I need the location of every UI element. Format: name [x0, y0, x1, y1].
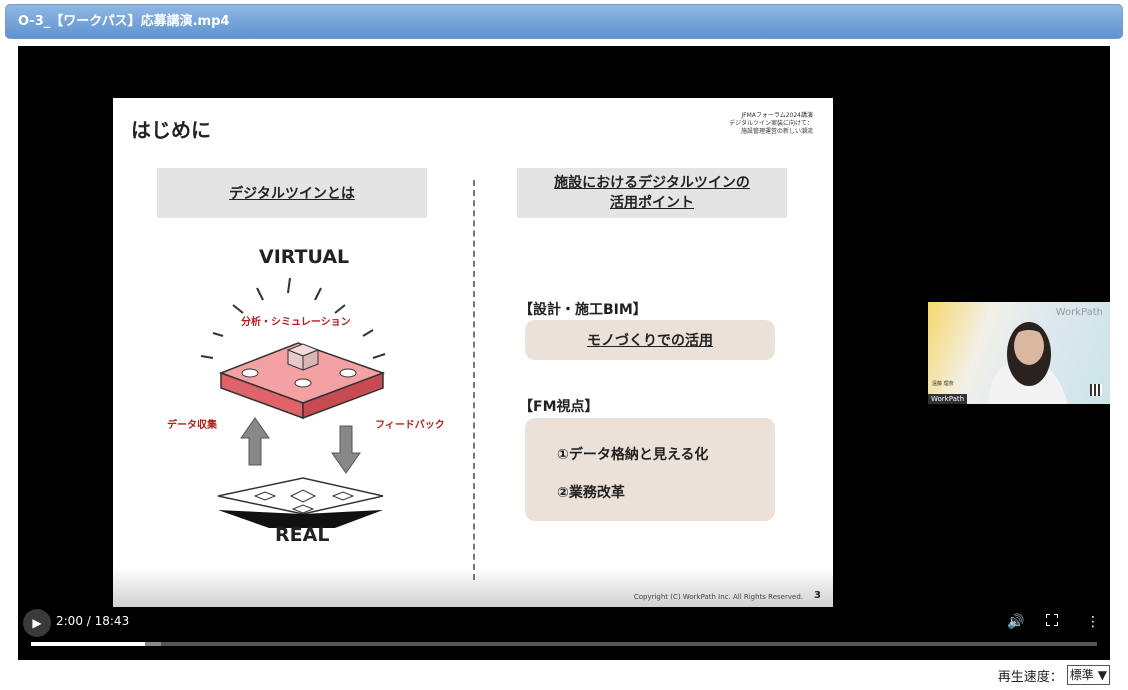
slide-title: はじめに: [131, 118, 211, 142]
bim-item-box: モノづくりでの活用: [525, 320, 775, 360]
video-player[interactable]: はじめに JFMAフォーラム2024講演 デジタルツイン実装に向けて： 施設管理…: [18, 46, 1110, 660]
real-platform-icon: [217, 477, 384, 528]
pip-brand: WorkPath: [1055, 307, 1103, 318]
progress-bar[interactable]: [31, 642, 1097, 646]
slide-shade: [113, 567, 833, 607]
fullscreen-icon: [1045, 613, 1059, 627]
down-arrow-icon: [331, 425, 361, 474]
left-heading-box: デジタルツインとは: [157, 168, 427, 218]
qr-code-icon: [1090, 384, 1102, 396]
slide-divider: [473, 180, 475, 580]
analysis-label: 分析・シミュレーション: [241, 317, 351, 328]
right-heading-line1: 施設におけるデジタルツインの: [554, 175, 750, 191]
slide-meta-subtitle-2: 施設管理運営の新しい潮流: [740, 128, 813, 135]
chevron-down-icon: ▼: [1097, 668, 1107, 682]
time-display: 2:00 / 18:43: [56, 614, 130, 628]
slide-meta-event: JFMAフォーラム2024講演: [741, 112, 813, 119]
fm-item-box: ①データ格納と見える化 ②業務改革: [525, 418, 775, 521]
volume-button[interactable]: 🔊: [1007, 614, 1024, 630]
real-label: REAL: [275, 524, 330, 546]
slide-meta: JFMAフォーラム2024講演 デジタルツイン実装に向けて： 施設管理運営の新し…: [729, 112, 813, 136]
play-button[interactable]: ▶: [23, 609, 51, 637]
slide-meta-subtitle-1: デジタルツイン実装に向けて：: [729, 120, 813, 127]
right-heading-line2: 活用ポイント: [610, 195, 694, 211]
more-options-button[interactable]: ⋮: [1086, 614, 1100, 630]
rays-icon: [200, 278, 386, 359]
progress-played: [31, 642, 146, 646]
pip-tag: WorkPath: [928, 394, 968, 404]
virtual-platform-icon: [218, 342, 386, 420]
feedback-label: フィードバック: [375, 420, 445, 431]
bim-item-text: モノづくりでの活用: [587, 333, 713, 349]
player-controls: ▶ 2:00 / 18:43 🔊 ⋮: [18, 606, 1110, 660]
slide-copyright: Copyright (C) WorkPath Inc. All Rights R…: [633, 593, 803, 601]
volume-icon: 🔊: [1007, 614, 1025, 630]
fm-item-2: ②業務改革: [557, 485, 625, 501]
pip-presenter-name: 遠藤 理奈: [932, 381, 954, 387]
speed-select[interactable]: 標準 ▼: [1066, 665, 1110, 685]
left-heading-text: デジタルツインとは: [229, 186, 355, 202]
bim-section-heading: 【設計・施工BIM】: [519, 302, 647, 318]
speed-selected: 標準: [1069, 668, 1094, 682]
more-options-icon: ⋮: [1086, 614, 1100, 630]
slide-page-number: 3: [814, 590, 821, 601]
right-heading-box: 施設におけるデジタルツインの 活用ポイント: [517, 168, 787, 218]
fm-item-1: ①データ格納と見える化: [557, 447, 709, 463]
video-slide-frame: はじめに JFMAフォーラム2024講演 デジタルツイン実装に向けて： 施設管理…: [113, 98, 833, 607]
speed-label: 再生速度：: [997, 669, 1063, 685]
fm-section-heading: 【FM視点】: [519, 399, 599, 415]
playback-speed-row: 再生速度： 標準 ▼: [998, 665, 1110, 685]
digital-twin-diagram: [200, 278, 386, 528]
presenter-video: WorkPath 遠藤 理奈 WorkPath: [928, 302, 1110, 404]
window-title: O-3_【ワークパス】応募講演.mp4: [5, 4, 1123, 39]
virtual-label: VIRTUAL: [259, 246, 350, 268]
data-collect-label: データ収集: [167, 420, 217, 431]
presenter-image: [988, 322, 1068, 404]
play-icon: ▶: [32, 616, 42, 630]
fullscreen-button[interactable]: [1045, 613, 1059, 630]
up-arrow-icon: [240, 417, 270, 466]
